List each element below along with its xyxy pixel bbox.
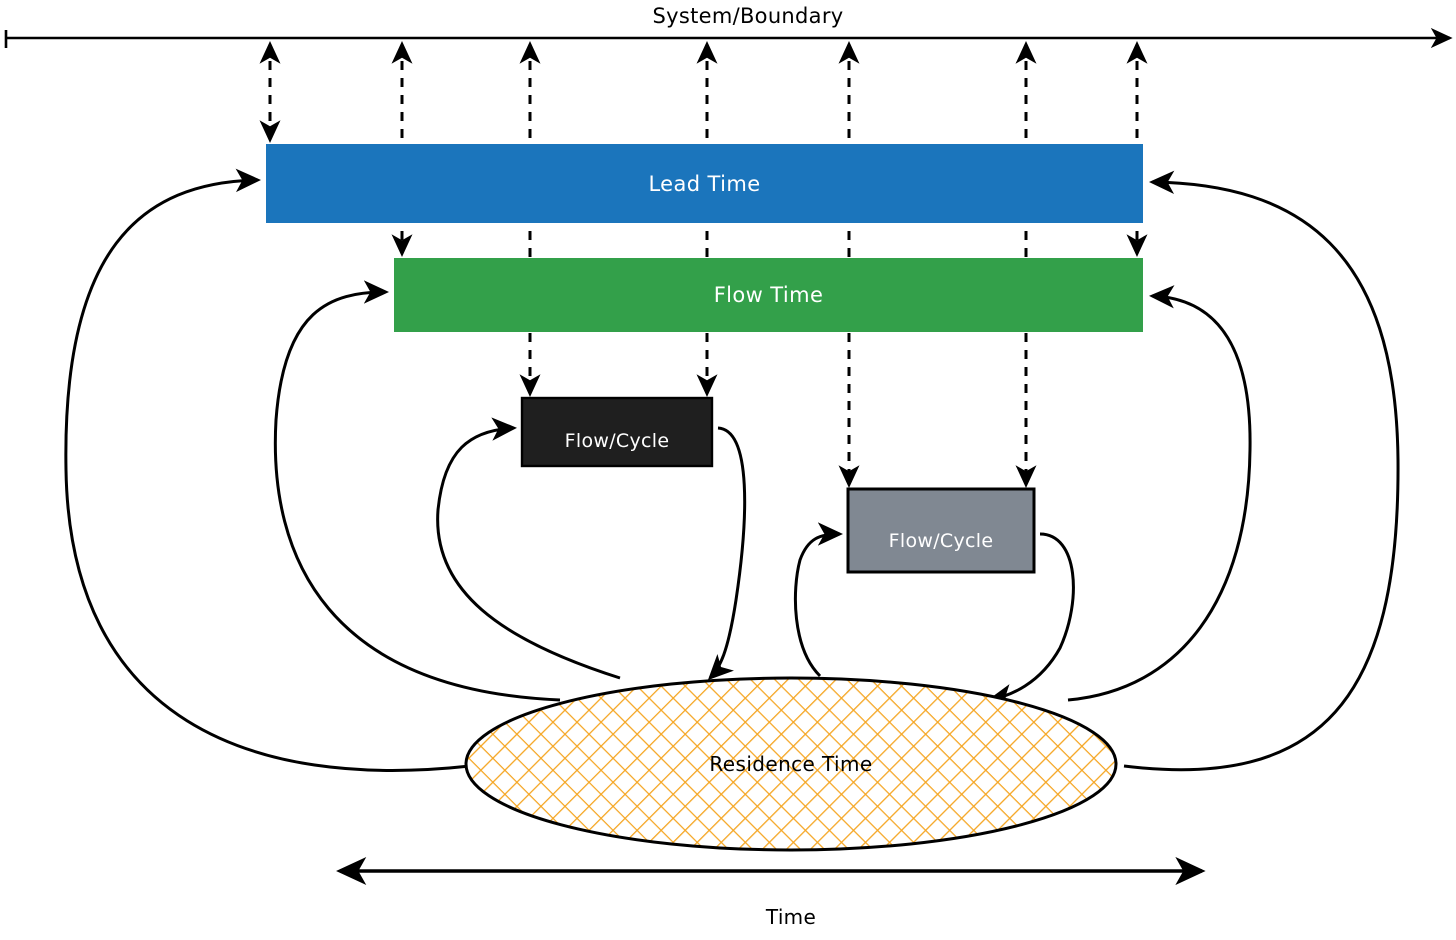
curve-residence-to-flow-right xyxy=(1067,285,1252,702)
curve-residence-to-flow-left xyxy=(273,280,561,702)
curve-cycle-dark-to-residence xyxy=(707,426,747,681)
curve-residence-to-cycle-gray-left xyxy=(793,522,843,678)
curve-residence-to-lead-left xyxy=(64,168,471,772)
flow-cycle-time-dark-box xyxy=(520,396,714,468)
flow-cycle-time-gray-box xyxy=(846,487,1036,574)
curve-cycle-gray-to-residence xyxy=(987,532,1075,708)
curved-arrow-group xyxy=(64,168,1400,772)
system-boundary-line xyxy=(4,27,1453,49)
curve-residence-to-cycle-dark-left xyxy=(436,417,621,680)
residence-time-ellipse xyxy=(464,676,1118,852)
curve-residence-to-lead-right xyxy=(1123,170,1400,772)
flow-time-bar xyxy=(394,258,1143,332)
lead-time-bar xyxy=(266,144,1143,223)
